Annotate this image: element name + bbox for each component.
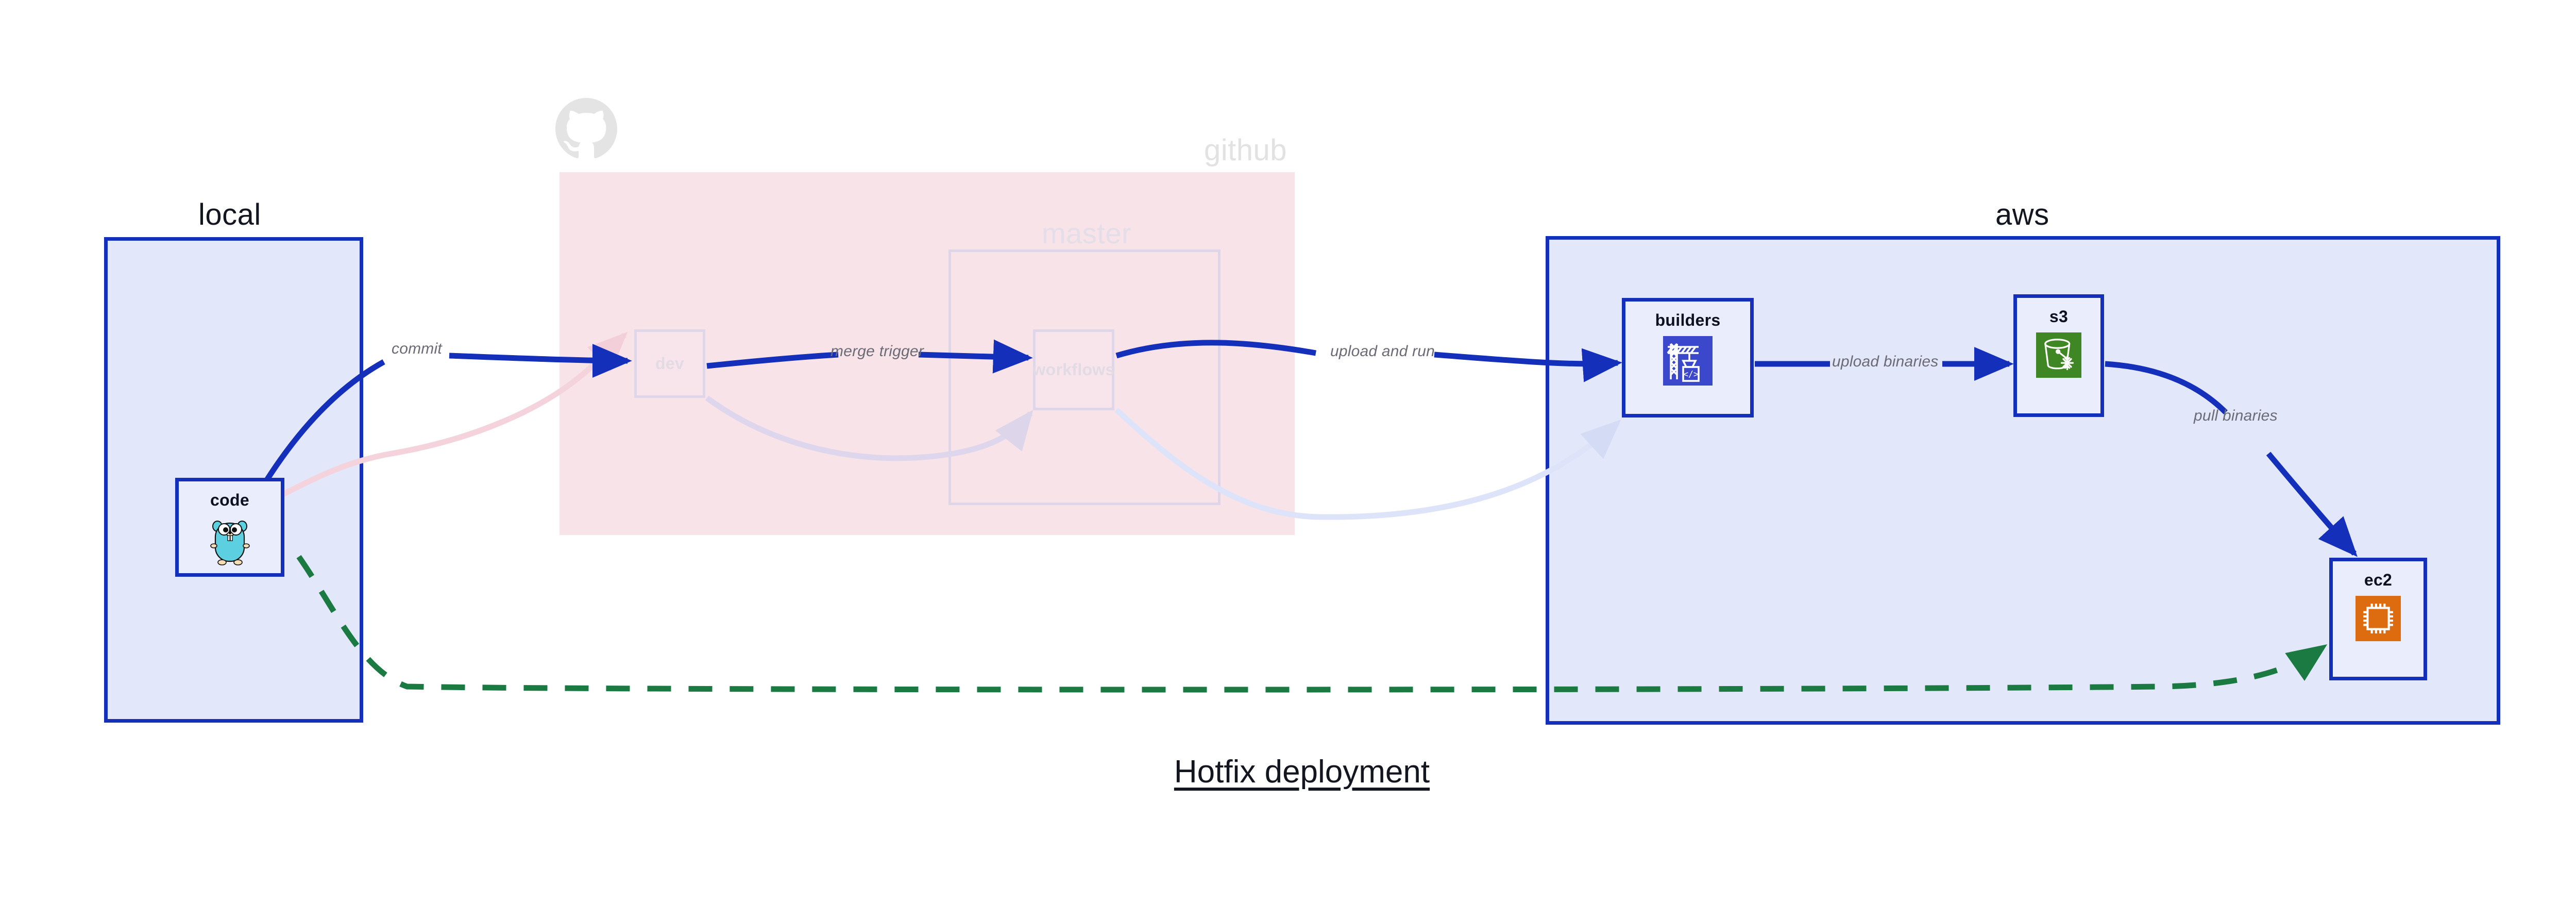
edge-label-pull-binaries: pull binaries	[2194, 407, 2278, 424]
node-dev-label: dev	[655, 354, 685, 373]
node-ec2[interactable]: ec2	[2329, 558, 2427, 680]
cluster-label-github: github	[1204, 133, 1287, 167]
cluster-master	[948, 249, 1221, 505]
node-s3-label: s3	[2049, 307, 2069, 326]
cluster-label-aws: aws	[1995, 198, 2049, 231]
svg-text:</>: </>	[1683, 370, 1699, 379]
node-code-label: code	[210, 491, 249, 509]
edge-label-upload-binaries: upload binaries	[1832, 353, 1939, 370]
edge-label-commit: commit	[392, 340, 442, 357]
node-builders[interactable]: builders <	[1622, 298, 1754, 417]
node-code[interactable]: code	[175, 478, 284, 577]
diagram-title: Hotfix deployment	[1174, 754, 1430, 790]
node-ec2-label: ec2	[2364, 571, 2393, 589]
go-gopher-icon	[206, 516, 253, 572]
node-builders-label: builders	[1655, 311, 1721, 329]
cluster-label-master: master	[1042, 217, 1132, 249]
cluster-label-local: local	[198, 198, 261, 231]
node-workflows[interactable]: workflows	[1032, 329, 1115, 410]
aws-codebuild-icon: </>	[1663, 336, 1713, 388]
github-octocat-icon	[555, 98, 617, 160]
aws-s3-bucket-icon	[2036, 332, 2081, 380]
node-s3[interactable]: s3	[2013, 294, 2104, 417]
edge-label-merge-trigger: merge trigger	[831, 343, 924, 360]
node-dev[interactable]: dev	[634, 329, 705, 398]
node-workflows-label: workflows	[1032, 360, 1115, 379]
aws-ec2-chip-icon	[2355, 596, 2401, 644]
edge-label-upload-and-run: upload and run	[1330, 343, 1435, 360]
